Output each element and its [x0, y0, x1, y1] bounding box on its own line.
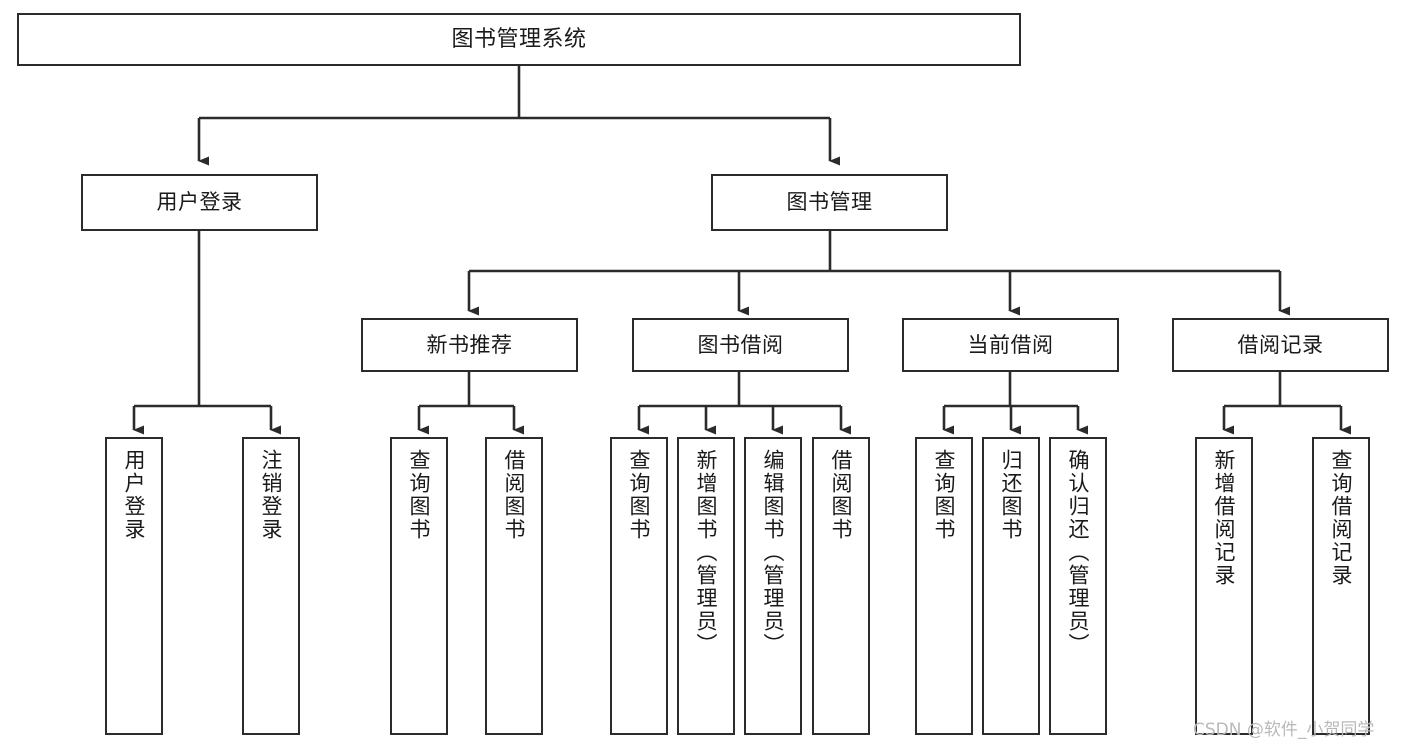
leaf-book-borrow-edit-book-admin[interactable]: 编辑图书（管理员） [744, 437, 802, 735]
leaf-new-book-borrow-book[interactable]: 借阅图书 [485, 437, 543, 735]
leaf-borrow-record-add-record[interactable]: 新增借阅记录 [1195, 437, 1253, 735]
leaf-current-borrow-query-book[interactable]: 查询图书 [915, 437, 973, 735]
leaf-book-borrow-add-book-admin[interactable]: 新增图书（管理员） [677, 437, 735, 735]
leaf-label: 查询图书 [407, 449, 432, 541]
leaf-user-login-login[interactable]: 用户登录 [105, 437, 163, 735]
node-book-borrow-label: 图书借阅 [697, 332, 784, 357]
leaf-label: 新增图书（管理员） [694, 449, 719, 656]
node-root-label: 图书管理系统 [451, 26, 587, 52]
node-new-book-recommend-label: 新书推荐 [426, 332, 513, 357]
leaf-label: 编辑图书（管理员） [761, 449, 786, 656]
leaf-label: 查询图书 [627, 449, 652, 541]
node-user-login[interactable]: 用户登录 [81, 174, 318, 231]
node-book-borrow[interactable]: 图书借阅 [632, 318, 849, 372]
leaf-label: 借阅图书 [829, 449, 854, 541]
leaf-label: 确认归还（管理员） [1066, 449, 1091, 656]
leaf-current-borrow-confirm-return-admin[interactable]: 确认归还（管理员） [1049, 437, 1107, 735]
leaf-new-book-query-book[interactable]: 查询图书 [390, 437, 448, 735]
node-current-borrow-label: 当前借阅 [967, 332, 1054, 357]
leaf-label: 注销登录 [259, 449, 284, 541]
leaf-current-borrow-return-book[interactable]: 归还图书 [982, 437, 1040, 735]
node-book-management[interactable]: 图书管理 [711, 174, 948, 231]
node-root-book-management-system[interactable]: 图书管理系统 [17, 13, 1021, 66]
leaf-borrow-record-query-record[interactable]: 查询借阅记录 [1312, 437, 1370, 735]
leaf-label: 查询图书 [932, 449, 957, 541]
leaf-label: 归还图书 [999, 449, 1024, 541]
node-book-management-label: 图书管理 [786, 190, 873, 215]
node-new-book-recommend[interactable]: 新书推荐 [361, 318, 578, 372]
leaf-user-login-logout[interactable]: 注销登录 [242, 437, 300, 735]
csdn-watermark: CSDN @软件_小贺同学 [1193, 720, 1375, 740]
leaf-label: 用户登录 [122, 449, 147, 541]
node-current-borrow[interactable]: 当前借阅 [902, 318, 1119, 372]
leaf-label: 查询借阅记录 [1329, 449, 1354, 587]
leaf-book-borrow-borrow-book[interactable]: 借阅图书 [812, 437, 870, 735]
leaf-label: 借阅图书 [502, 449, 527, 541]
node-borrow-record-label: 借阅记录 [1237, 332, 1324, 357]
leaf-book-borrow-query-book[interactable]: 查询图书 [610, 437, 668, 735]
leaf-label: 新增借阅记录 [1212, 449, 1237, 587]
node-user-login-label: 用户登录 [156, 190, 243, 215]
node-borrow-record[interactable]: 借阅记录 [1172, 318, 1389, 372]
